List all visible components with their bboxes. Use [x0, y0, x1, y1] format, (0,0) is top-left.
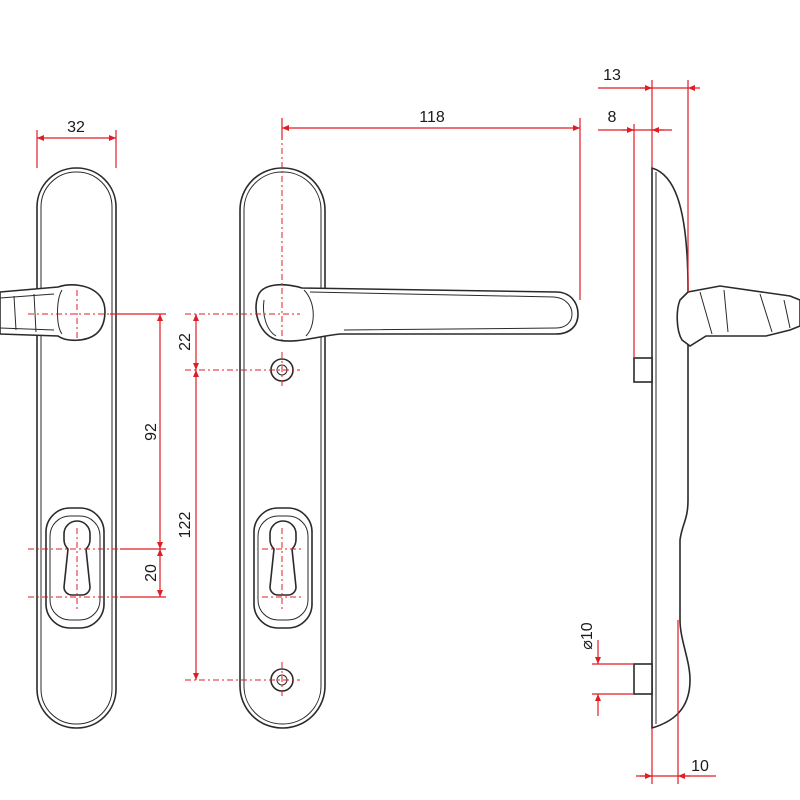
dim-handle-to-cylinder: 92	[143, 423, 160, 441]
dim-cylinder-spacing: 20	[143, 564, 160, 582]
dim-projection-13: 13	[603, 67, 621, 84]
dim-handle-to-lower-screw: 122	[177, 512, 194, 539]
front-plate-view	[185, 120, 579, 729]
side-plate-outline	[651, 166, 691, 730]
dim-plate-thickness: 10	[691, 758, 709, 775]
upper-pin	[633, 357, 653, 383]
front-cylinder-boss	[253, 507, 313, 629]
back-plate-outline	[36, 167, 117, 729]
dim-lever-length: 118	[419, 109, 445, 126]
dim-projection-8: 8	[608, 109, 617, 126]
back-cylinder-boss	[45, 507, 105, 629]
lever-handle	[255, 283, 579, 342]
side-profile-view	[633, 166, 800, 730]
back-plate-inner-outline	[40, 171, 113, 725]
dimension-labels: 32 118 92 20 22 122 13 8 ⌀10 10	[67, 67, 709, 775]
lower-pin	[633, 663, 653, 695]
back-plate-view	[0, 167, 120, 729]
dim-plate-width: 32	[67, 119, 85, 136]
back-handle-stub	[0, 284, 106, 342]
dim-handle-to-screw: 22	[177, 333, 194, 351]
dimension-lines	[36, 80, 716, 784]
dim-pin-diameter: ⌀10	[579, 622, 596, 650]
front-plate-outline	[239, 167, 326, 729]
side-lever	[676, 285, 800, 347]
